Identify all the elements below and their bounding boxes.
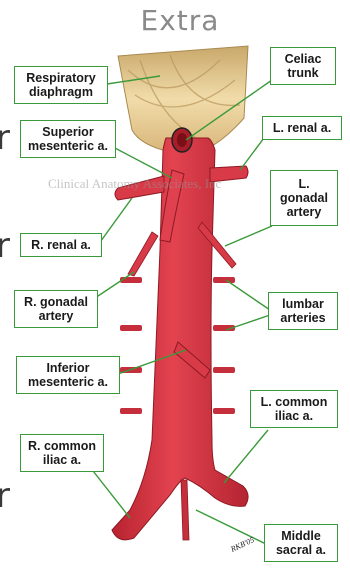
label-right-common-iliac-artery: R. common iliac a. (20, 434, 104, 472)
middle-sacral-artery (181, 480, 189, 540)
label-left-common-iliac-artery: L. common iliac a. (250, 390, 338, 428)
label-inferior-mesenteric-artery: Inferior mesenteric a. (16, 356, 120, 394)
watermark: Clinical Anatomy Associates, Inc (48, 176, 288, 192)
right-gonadal-artery (128, 232, 158, 276)
label-celiac-trunk: Celiac trunk (270, 47, 336, 85)
label-right-renal-artery: R. renal a. (20, 233, 102, 257)
label-right-gonadal-artery: R. gonadal artery (14, 290, 98, 328)
label-superior-mesenteric-artery: Superior mesenteric a. (20, 120, 116, 158)
label-respiratory-diaphragm: Respiratory diaphragm (14, 66, 108, 104)
label-middle-sacral-artery: Middle sacral a. (264, 524, 338, 562)
label-left-renal-artery: L. renal a. (262, 116, 342, 140)
label-left-gonadal-artery: L. gonadal artery (270, 170, 338, 226)
label-lumbar-arteries: lumbar arteries (268, 292, 338, 330)
celiac-trunk (172, 128, 192, 152)
